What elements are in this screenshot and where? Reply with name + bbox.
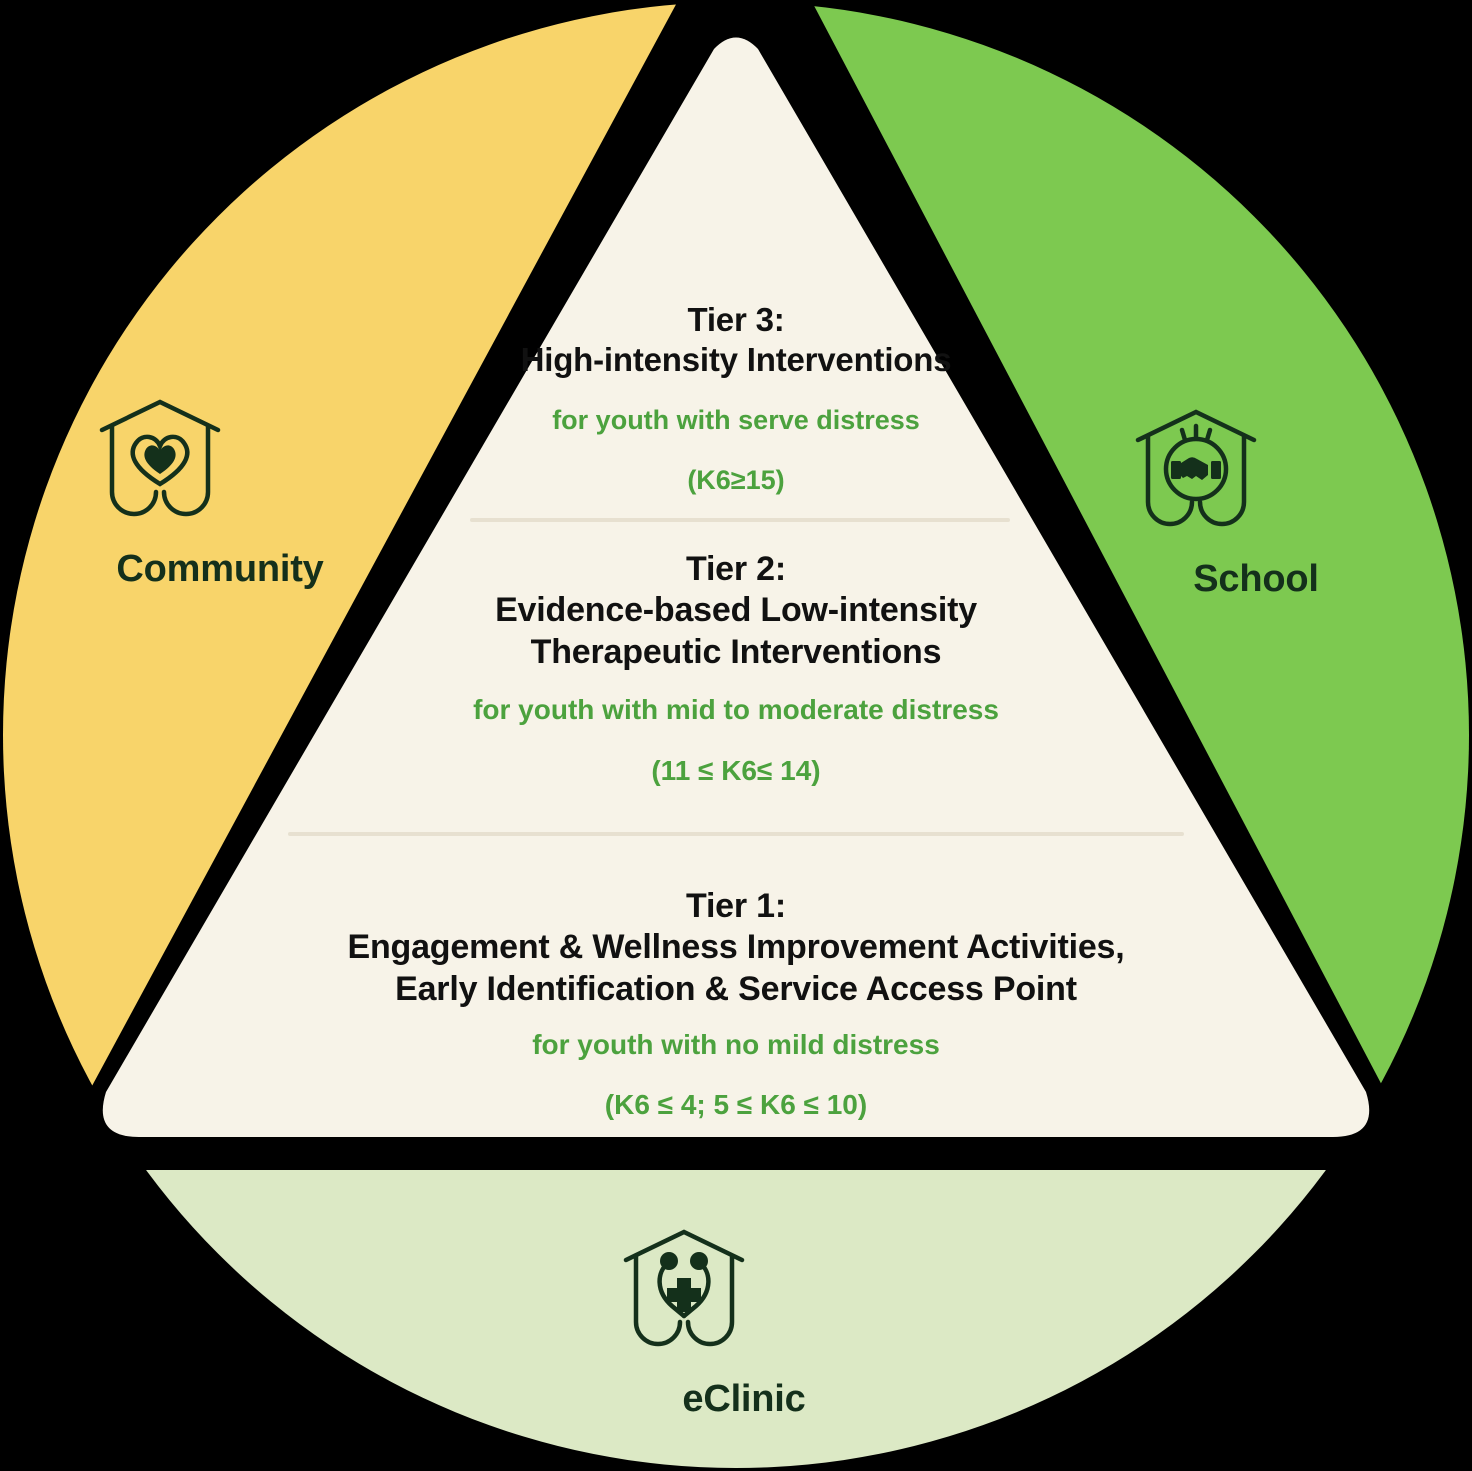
house-stethoscope-cross-icon [614, 1226, 874, 1366]
node-school[interactable]: School [1126, 406, 1386, 601]
node-community[interactable]: Community [90, 396, 350, 591]
tier-divider-top [470, 518, 1010, 522]
house-handshake-icon [1126, 406, 1386, 546]
node-eclinic-label: eClinic [682, 1378, 806, 1420]
node-school-label: School [1193, 558, 1319, 600]
node-eclinic[interactable]: eClinic [614, 1226, 874, 1421]
tier-divider-bottom [288, 832, 1184, 836]
node-community-label: Community [116, 548, 324, 590]
house-heart-icon [90, 396, 350, 536]
